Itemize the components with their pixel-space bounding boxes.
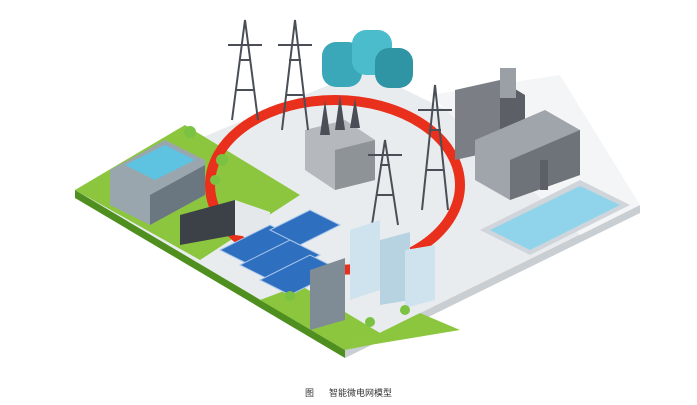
substation <box>305 95 375 190</box>
trees <box>184 126 410 327</box>
transmission-towers <box>228 19 452 226</box>
storage-tanks <box>322 30 413 88</box>
solar-panels <box>218 209 342 296</box>
left-buildings <box>110 140 270 245</box>
figure-caption: 图 智能微电网模型 <box>0 386 697 399</box>
apartment-buildings <box>310 220 435 330</box>
power-plant <box>455 68 580 200</box>
caption-text: 智能微电网模型 <box>328 389 392 399</box>
water-pool <box>480 180 630 255</box>
caption-label: 图 <box>305 389 315 399</box>
